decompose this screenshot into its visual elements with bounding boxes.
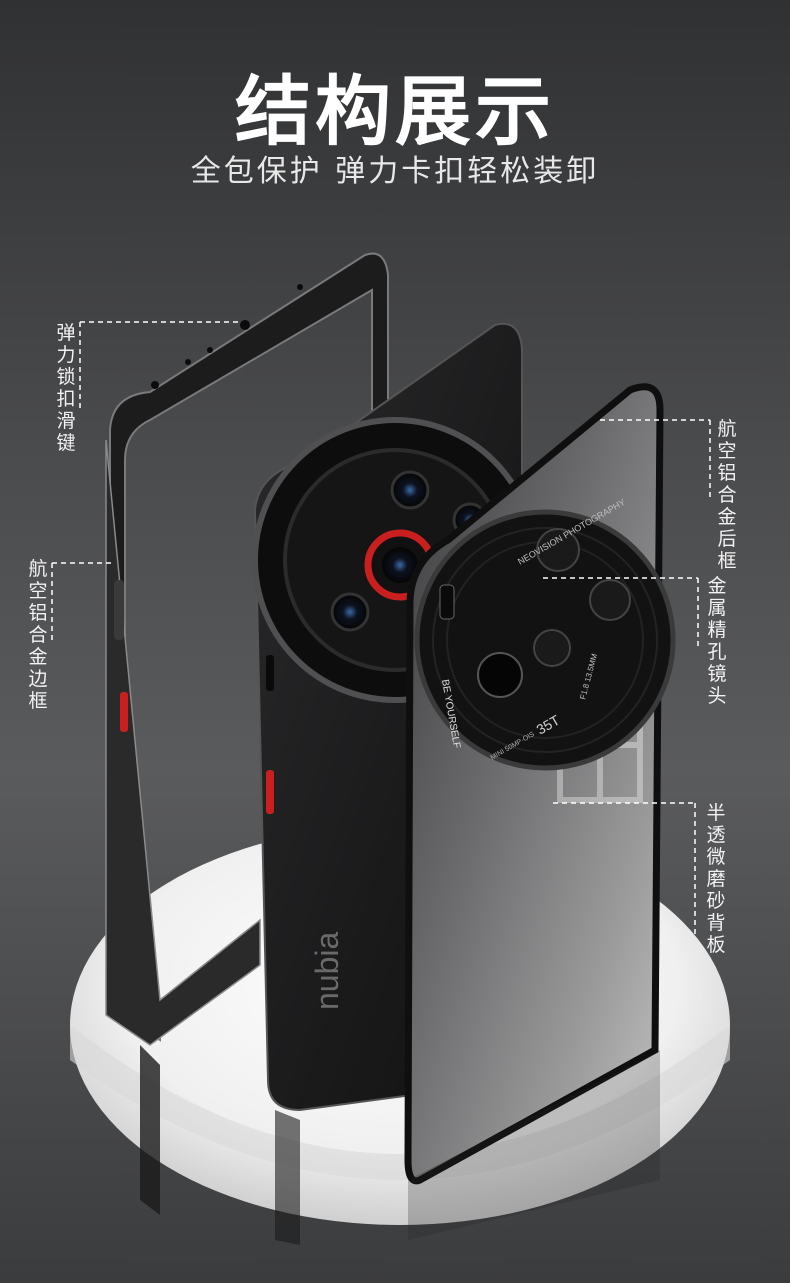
callout-spring-slide-key: 弹力锁扣滑键 (56, 322, 76, 454)
frame-red-button (120, 692, 128, 732)
lens-hole-main (477, 652, 523, 698)
callout-aluminum-side-frame: 航空铝合金边框 (28, 558, 48, 712)
callout-translucent-matte-back: 半透微磨砂背板 (706, 802, 726, 956)
phone-red-button (266, 770, 274, 814)
callout-metal-precision-lens: 金属精孔镜头 (707, 575, 727, 707)
lens-hole-3 (533, 629, 571, 667)
aluminum-side-frame (105, 252, 389, 1046)
plinth-edge (70, 1025, 730, 1180)
callout-lines (51, 321, 711, 935)
lens-hole-1 (536, 528, 580, 572)
translucent-rear-case: NEOVISION PHOTOGRAPHY BE YOURSELF 35T F1… (404, 383, 676, 1185)
phone-brand-mark: nubia (309, 932, 345, 1011)
plinth-reflection (140, 1045, 160, 1215)
lens-hole-2 (589, 579, 631, 621)
page-subtitle: 全包保护 弹力卡扣轻松装卸 (190, 154, 600, 189)
callout-aluminum-rear-frame: 航空铝合金后框 (717, 418, 737, 572)
page-title: 结构展示 (235, 67, 555, 156)
